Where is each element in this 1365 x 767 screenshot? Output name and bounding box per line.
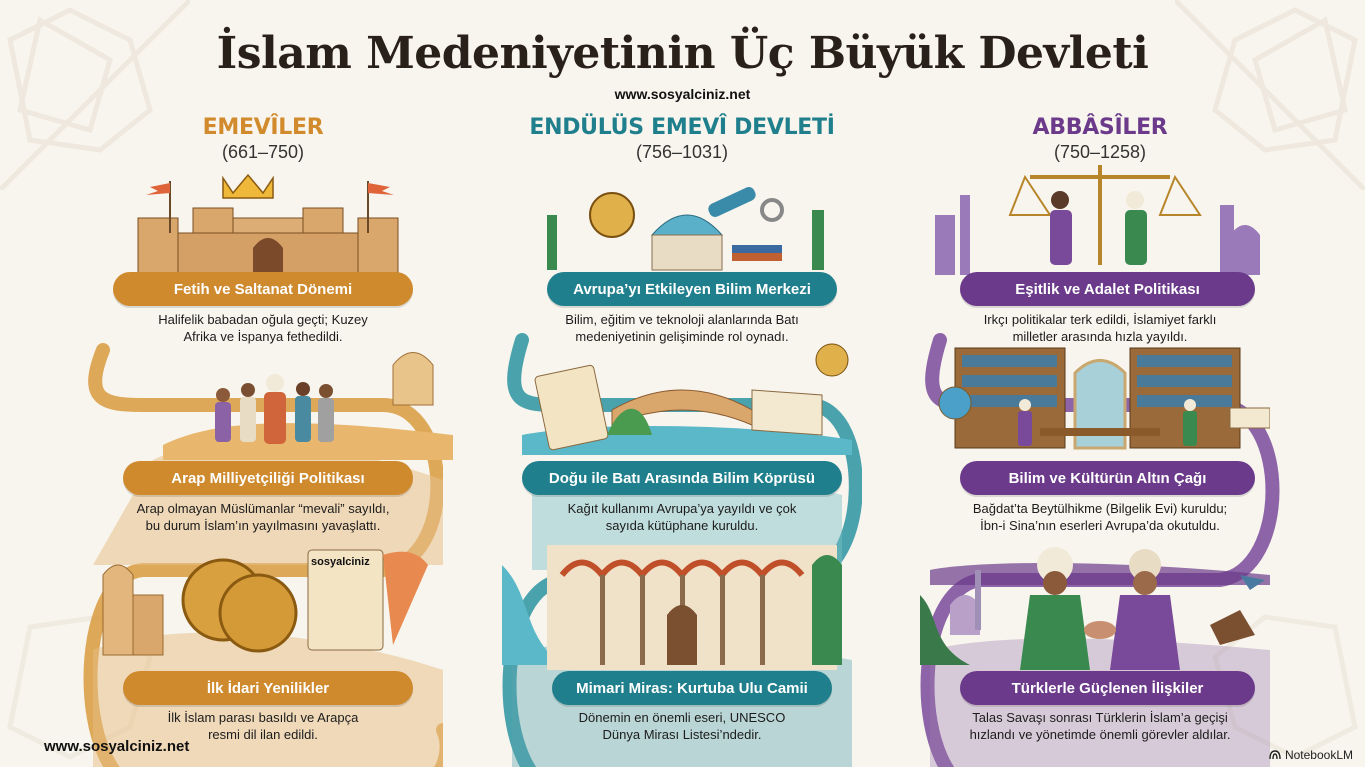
section-title: İlk İdari Yenilikler <box>206 679 330 697</box>
state-name: EMEVÎLER <box>202 115 324 140</box>
castle-crown-illustration <box>128 173 408 274</box>
state-years: (750–1258) <box>1053 142 1147 162</box>
mosque-arches-illustration <box>502 535 852 670</box>
description-line: sayıda kütüphane kuruldu. <box>605 518 759 533</box>
coin-icon <box>102 549 428 656</box>
notebooklm-logo-icon <box>1269 750 1281 760</box>
column-header: ENDÜLÜS EMEVÎ DEVLETİ (756–1031) <box>502 115 862 163</box>
state-years: (661–750) <box>221 142 305 162</box>
description-line: Bilim, eğitim ve teknoloji alanlarında B… <box>565 312 799 327</box>
section-title: Fetih ve Saltanat Dönemi <box>173 280 353 298</box>
state-name: ENDÜLÜS EMEVÎ DEVLETİ <box>529 115 835 140</box>
column-emeviler: EMEVÎLER (661–750) Fetih ve Saltanat Dön… <box>83 115 453 767</box>
people-desert-illustration <box>163 325 453 460</box>
scroll-watermark: sosyalciniz <box>311 556 370 568</box>
section-title: Bilim ve Kültürün Altın Çağı <box>1008 469 1207 487</box>
handshake-icon <box>920 547 1265 670</box>
column-header: EMEVÎLER (661–750) <box>83 115 443 163</box>
geometric-pattern-icon <box>0 0 192 192</box>
section-banner: Fetih ve Saltanat Dönemi <box>113 272 413 306</box>
description-line: Talas Savaşı sonrası Türklerin İslam’a g… <box>972 710 1228 725</box>
state-years: (756–1031) <box>635 142 729 162</box>
section-description: Dönemin en önemli eseri, UNESCO Dünya Mi… <box>522 709 842 743</box>
section-banner: Bilim ve Kültürün Altın Çağı <box>960 461 1255 495</box>
section-banner: Avrupa’yı Etkileyen Bilim Merkezi <box>547 272 837 306</box>
description-line: Afrika ve İspanya fethedildi. <box>183 329 343 344</box>
description-line: Dönemin en önemli eseri, UNESCO <box>578 710 786 725</box>
section-title: Avrupa’yı Etkileyen Bilim Merkezi <box>573 280 811 298</box>
observatory-illustration <box>532 175 832 275</box>
section-banner: Arap Milliyetçiliği Politikası <box>123 461 413 495</box>
section-description: Bağdat’ta Beytülhikme (Bilgelik Evi) kur… <box>930 500 1270 534</box>
section-banner: Mimari Miras: Kurtuba Ulu Camii <box>552 671 832 705</box>
scales-icon <box>935 165 1260 275</box>
description-line: hızlandı ve yönetimde önemli görevler al… <box>969 727 1231 742</box>
library-scholars-illustration <box>930 343 1271 458</box>
section-description: Irkçı politikalar terk edildi, İslamiyet… <box>940 311 1260 345</box>
notebooklm-brand: NotebookLM <box>1269 748 1353 762</box>
section-title: Mimari Miras: Kurtuba Ulu Camii <box>576 679 808 697</box>
section-title: Eşitlik ve Adalet Politikası <box>1015 280 1200 298</box>
column-header: ABBÂSÎLER (750–1258) <box>920 115 1280 163</box>
description-line: Dünya Mirası Listesi’ndedir. <box>602 727 762 742</box>
description-line: milletler arasında hızla yayıldı. <box>1012 329 1188 344</box>
geometric-pattern-icon <box>1173 0 1365 192</box>
coins-scroll-illustration <box>93 535 443 670</box>
footer-website-url: www.sosyalciniz.net <box>44 738 190 755</box>
description-line: Bağdat’ta Beytülhikme (Bilgelik Evi) kur… <box>972 501 1228 516</box>
description-line: medeniyetinin gelişiminde rol oynadı. <box>575 329 789 344</box>
description-line: Irkçı politikalar terk edildi, İslamiyet… <box>983 312 1217 327</box>
bridge-icon <box>522 343 852 455</box>
telescope-icon <box>547 187 824 271</box>
geometric-pattern-icon <box>1212 614 1358 760</box>
description-line: resmi dil ilan edildi. <box>208 727 318 742</box>
section-banner: Türklerle Güçlenen İlişkiler <box>960 671 1255 705</box>
section-description: İlk İslam parası basıldı ve Arapça resmi… <box>103 709 423 743</box>
column-endulus-emevi: ENDÜLÜS EMEVÎ DEVLETİ (756–1031) Avrupa’… <box>502 115 862 767</box>
description-line: Arap olmayan Müslümanlar “mevali” sayıld… <box>136 501 390 516</box>
corner-ornament-bottom-right <box>1175 577 1365 767</box>
brand-label: NotebookLM <box>1284 748 1353 762</box>
description-line: bu durum İslam’ın yayılmasını yavaşlattı… <box>145 518 381 533</box>
section-description: Halifelik babadan oğula geçti; Kuzey Afr… <box>103 311 423 345</box>
description-line: Kağıt kullanımı Avrupa’ya yayıldı ve çok <box>567 501 797 516</box>
column-abbasiler: ABBÂSÎLER (750–1258) Eşitlik ve Adalet P… <box>920 115 1280 767</box>
scales-of-justice-illustration <box>930 155 1270 275</box>
page-title: İslam Medeniyetinin Üç Büyük Devleti <box>216 28 1149 79</box>
arch-icon <box>502 545 842 670</box>
section-title: Türklerle Güçlenen İlişkiler <box>1011 679 1204 697</box>
state-name: ABBÂSÎLER <box>1032 115 1168 140</box>
header-website-url: www.sosyalciniz.net <box>614 86 751 102</box>
section-description: Kağıt kullanımı Avrupa’ya yayıldı ve çok… <box>522 500 842 534</box>
description-line: İlk İslam parası basıldı ve Arapça <box>167 710 359 725</box>
section-banner: Eşitlik ve Adalet Politikası <box>960 272 1255 306</box>
section-description: Talas Savaşı sonrası Türklerin İslam’a g… <box>925 709 1275 743</box>
castle-icon <box>137 173 399 274</box>
section-title: Doğu ile Batı Arasında Bilim Köprüsü <box>548 469 816 487</box>
description-line: İbn-i Sina’nın eserleri Avrupa’da okutul… <box>980 518 1220 533</box>
handshake-illustration <box>920 535 1275 670</box>
section-banner: Doğu ile Batı Arasında Bilim Köprüsü <box>522 461 842 495</box>
people-icon <box>163 352 453 460</box>
section-description: Arap olmayan Müslümanlar “mevali” sayıld… <box>93 500 433 534</box>
section-banner: İlk İdari Yenilikler <box>123 671 413 705</box>
corner-ornament-top-left <box>0 0 192 192</box>
section-title: Arap Milliyetçiliği Politikası <box>171 469 365 487</box>
library-icon <box>938 347 1271 450</box>
corner-ornament-top-right <box>1173 0 1365 192</box>
section-description: Bilim, eğitim ve teknoloji alanlarında B… <box>522 311 842 345</box>
bridge-illustration <box>522 340 852 455</box>
description-line: Halifelik babadan oğula geçti; Kuzey <box>158 312 368 327</box>
